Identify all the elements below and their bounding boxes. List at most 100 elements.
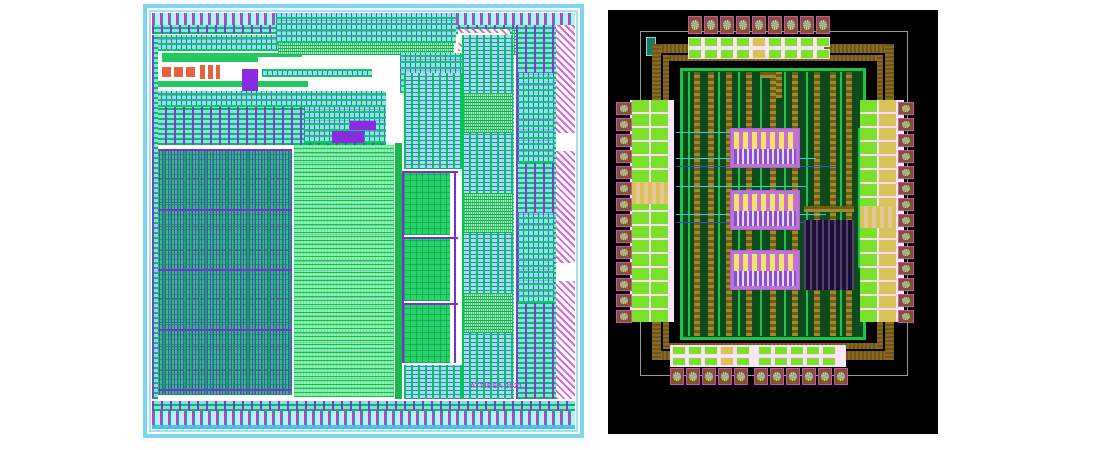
- io-cell-top-10: [688, 49, 702, 59]
- pad-left-9[interactable]: [616, 230, 632, 243]
- pad-right-4[interactable]: [898, 150, 914, 163]
- pad-right-3[interactable]: [898, 134, 914, 147]
- pad-left-12[interactable]: [616, 278, 632, 291]
- io-cell-top-5: [752, 37, 766, 47]
- macro-3-cell-grid: [734, 254, 796, 272]
- pad-top-6[interactable]: [768, 16, 782, 34]
- pad-bottom-11[interactable]: [834, 368, 848, 385]
- io-cell-col-right-special: [860, 206, 896, 228]
- core-stripe-3: [726, 72, 732, 336]
- resistor-4: [200, 65, 205, 79]
- io-cell-top-6: [768, 37, 782, 47]
- pad-left-3[interactable]: [616, 134, 632, 147]
- pad-bottom-2[interactable]: [686, 368, 700, 385]
- macro-block-2: [730, 190, 800, 230]
- right-sub-block: [804, 220, 854, 290]
- pad-top-3[interactable]: [720, 16, 734, 34]
- pad-left-6[interactable]: [616, 182, 632, 195]
- upper-left-routing: [156, 35, 306, 51]
- io-cell-bottom-15: [736, 357, 750, 366]
- pad-bottom-3[interactable]: [702, 368, 716, 385]
- io-cell-bottom-8: [790, 346, 804, 355]
- pad-top-2[interactable]: [704, 16, 718, 34]
- pad-bottom-4[interactable]: [718, 368, 732, 385]
- io-cell-col-left-b: [651, 100, 668, 322]
- left-seal-ring-inner: [149, 10, 578, 432]
- pad-right-2[interactable]: [898, 118, 914, 131]
- pad-right-14[interactable]: [898, 310, 914, 323]
- rom-macro-1: [404, 173, 450, 235]
- pad-right-11[interactable]: [898, 262, 914, 275]
- resistor-3: [186, 67, 195, 77]
- right-cells-1: [464, 93, 512, 133]
- pad-left-13[interactable]: [616, 294, 632, 307]
- io-cell-bottom-10: [822, 346, 836, 355]
- core-stripe-2: [708, 72, 714, 336]
- pad-left-10[interactable]: [616, 246, 632, 259]
- io-cell-bottom-16: [758, 357, 772, 366]
- io-cell-bottom-20: [822, 357, 836, 366]
- pad-bottom-8[interactable]: [786, 368, 800, 385]
- pad-top-8[interactable]: [800, 16, 814, 34]
- pad-right-9[interactable]: [898, 230, 914, 243]
- upper-poly-bar: [350, 121, 376, 130]
- right-cells-3: [464, 293, 512, 333]
- macro-block-1: [730, 128, 800, 168]
- upper-left-power-strap: [162, 53, 302, 62]
- pad-right-13[interactable]: [898, 294, 914, 307]
- io-cell-bottom-14: [720, 357, 734, 366]
- io-cell-top-17: [800, 49, 814, 59]
- pad-bottom-5[interactable]: [734, 368, 748, 385]
- io-right-gap-2: [556, 263, 575, 281]
- analog-guard-strap: [158, 81, 308, 87]
- pad-bottom-9[interactable]: [802, 368, 816, 385]
- resistor-1: [162, 67, 171, 77]
- io-right-routing-2: [518, 213, 554, 303]
- clock-distribution: [276, 13, 456, 43]
- mixed-signal-upper: [404, 73, 462, 169]
- pad-right-5[interactable]: [898, 166, 914, 179]
- pad-top-5[interactable]: [752, 16, 766, 34]
- io-ring-right-hatch: [556, 25, 575, 399]
- pad-right-1[interactable]: [898, 102, 914, 115]
- io-cell-top-13: [736, 49, 750, 59]
- io-cell-bottom-4: [720, 346, 734, 355]
- pad-top-1[interactable]: [688, 16, 702, 34]
- pad-left-11[interactable]: [616, 262, 632, 275]
- io-cell-top-8: [800, 37, 814, 47]
- pad-right-12[interactable]: [898, 278, 914, 291]
- resistor-6: [216, 65, 220, 79]
- pad-left-5[interactable]: [616, 166, 632, 179]
- pad-left-14[interactable]: [616, 310, 632, 323]
- io-cell-bottom-6: [758, 346, 772, 355]
- standard-cell-core: [294, 145, 394, 397]
- pad-left-2[interactable]: [616, 118, 632, 131]
- top-mid-poly-block: [242, 69, 258, 91]
- pad-left-7[interactable]: [616, 198, 632, 211]
- bottom-seal-band: [152, 425, 575, 429]
- io-cell-bottom-5: [736, 346, 750, 355]
- pad-top-9[interactable]: [816, 16, 830, 34]
- pad-top-4[interactable]: [736, 16, 750, 34]
- pad-top-7[interactable]: [784, 16, 798, 34]
- io-cell-top-18: [816, 49, 830, 59]
- pad-bottom-6[interactable]: [754, 368, 768, 385]
- left-die-core: ATTIESA 2021: [152, 13, 575, 429]
- pad-right-8[interactable]: [898, 214, 914, 227]
- pad-right-10[interactable]: [898, 246, 914, 259]
- pad-right-7[interactable]: [898, 198, 914, 211]
- io-cell-top-11: [704, 49, 718, 59]
- pad-bottom-10[interactable]: [818, 368, 832, 385]
- pad-bottom-1[interactable]: [670, 368, 684, 385]
- pad-left-8[interactable]: [616, 214, 632, 227]
- macro-2-cell-grid: [734, 194, 796, 212]
- pad-bottom-7[interactable]: [770, 368, 784, 385]
- io-cell-bottom-2: [688, 346, 702, 355]
- pad-left-4[interactable]: [616, 150, 632, 163]
- io-cell-top-9: [816, 37, 830, 47]
- io-cell-top-15: [768, 49, 782, 59]
- resistor-2: [174, 67, 183, 77]
- pad-right-6[interactable]: [898, 182, 914, 195]
- pad-left-1[interactable]: [616, 102, 632, 115]
